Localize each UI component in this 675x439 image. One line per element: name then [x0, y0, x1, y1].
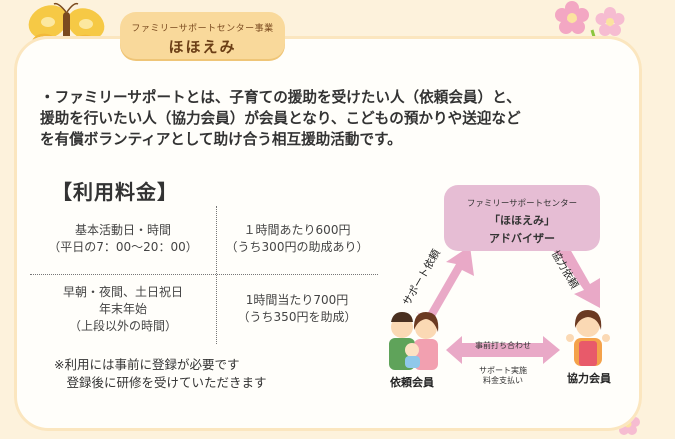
fee-price-line: １時間あたり600円	[243, 223, 351, 237]
fee-time-line: （平日の7：00〜20：00）	[48, 240, 198, 254]
fee-time-cell: 基本活動日・時間 （平日の7：00〜20：00）	[30, 222, 216, 256]
fee-time-line: 基本活動日・時間	[74, 223, 171, 237]
intro-line: 援助を行いたい人（協力会員）が会員となり、こどもの預かりや送迎など	[40, 110, 521, 127]
fee-price-line: （うち350円を助成）	[237, 310, 357, 324]
support-payment-line: サポート実施	[479, 366, 527, 375]
support-payment-label: サポート実施 料金支払い	[466, 366, 540, 386]
fee-heading: 【利用料金】	[52, 180, 178, 204]
note-line: ※利用には事前に登録が必要です	[54, 357, 240, 372]
mutual-arrow	[446, 336, 560, 364]
cooperation-request-arrow	[552, 242, 600, 308]
page-subtitle: ファミリーサポートセンター事業	[131, 24, 274, 34]
fee-table: 基本活動日・時間 （平日の7：00〜20：00） １時間あたり600円 （うち3…	[30, 206, 378, 344]
fee-time-cell: 早朝・夜間、土日祝日 年末年始 （上段以外の時間）	[30, 284, 216, 335]
prior-meeting-label: 事前打ち合わせ	[475, 341, 531, 350]
support-payment-line: 料金支払い	[483, 376, 523, 385]
fee-price-line: 1時間当たり700円	[245, 293, 349, 307]
intro-line: を有償ボランティアとして助け合う相互援助活動です。	[40, 131, 402, 148]
table-divider-horizontal	[30, 274, 378, 275]
advisor-center-title: 「ほほえみ」	[489, 214, 555, 227]
fee-price-cell: １時間あたり600円 （うち300円の助成あり）	[216, 222, 378, 256]
table-divider-vertical	[216, 206, 217, 344]
registration-note: ※利用には事前に登録が必要です 登録後に研修を受けていただきます	[54, 356, 267, 392]
intro-line: ・ファミリーサポートとは、子育ての援助を受けたい人（依頼会員）と、	[40, 89, 521, 106]
title-badge: ファミリーサポートセンター事業 ほほえみ	[120, 12, 285, 59]
fee-price-line: （うち300円の助成あり）	[225, 240, 369, 254]
fee-time-line: 年末年始	[98, 302, 147, 316]
note-line: 登録後に研修を受けていただきます	[54, 375, 267, 390]
support-request-arrow	[416, 246, 474, 322]
helper-illustration	[566, 310, 610, 366]
advisor-role: アドバイザー	[489, 232, 555, 245]
advisor-center-name: ファミリーサポートセンター	[466, 199, 578, 209]
family-illustration	[389, 312, 439, 370]
requester-label: 依頼会員	[390, 376, 434, 389]
fee-time-line: （上段以外の時間）	[68, 319, 177, 333]
fee-price-cell: 1時間当たり700円 （うち350円を助成）	[216, 292, 378, 326]
advisor-box: ファミリーサポートセンター 「ほほえみ」 アドバイザー	[444, 185, 600, 251]
intro-paragraph: ・ファミリーサポートとは、子育ての援助を受けたい人（依頼会員）と、 援助を行いた…	[40, 87, 630, 150]
fee-time-line: 早朝・夜間、土日祝日	[62, 285, 183, 299]
page-title: ほほえみ	[168, 38, 237, 56]
helper-label: 協力会員	[567, 372, 611, 385]
